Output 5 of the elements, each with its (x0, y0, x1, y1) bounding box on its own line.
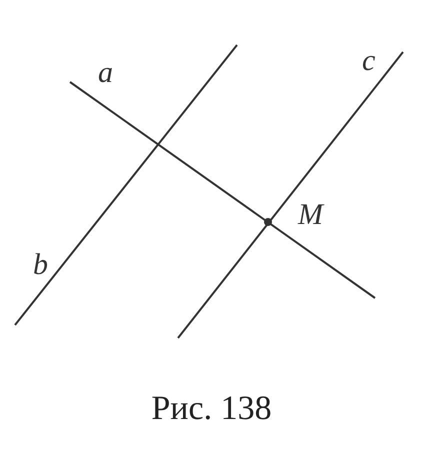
line-label: c (362, 46, 376, 76)
line-label: b (33, 250, 48, 280)
point-label: M (298, 200, 323, 230)
figure-caption: Рис. 138 (151, 390, 272, 428)
line-label: a (98, 58, 113, 88)
